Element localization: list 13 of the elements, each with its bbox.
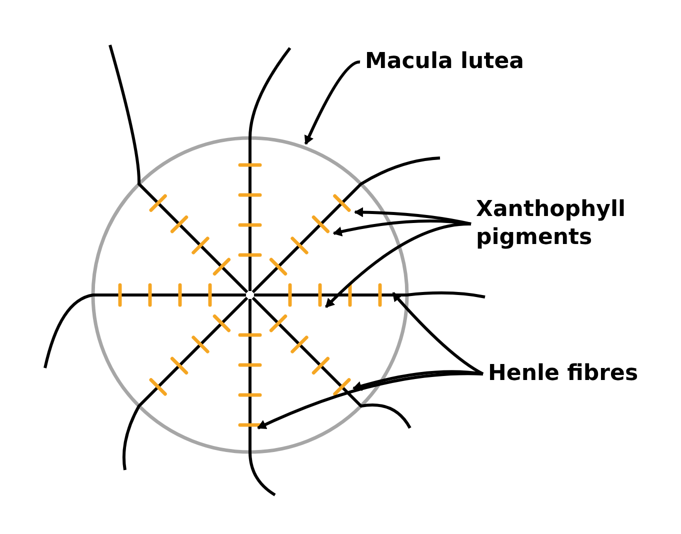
leader-arrow bbox=[332, 220, 472, 236]
callout-label: Xanthophyll pigments bbox=[476, 196, 681, 252]
leader-arrow bbox=[352, 370, 484, 391]
nerve-fibre bbox=[248, 299, 276, 496]
callout-label: Macula lutea bbox=[365, 48, 524, 76]
callout-label: Henle fibres bbox=[488, 360, 638, 388]
leader-arrow bbox=[257, 372, 484, 430]
macula-circle bbox=[91, 136, 409, 454]
leader-arrow bbox=[324, 222, 472, 308]
leader-arrow bbox=[392, 292, 484, 376]
leader-arrow bbox=[354, 207, 472, 226]
nerve-fibre bbox=[254, 291, 486, 298]
leader-arrow bbox=[304, 60, 360, 145]
